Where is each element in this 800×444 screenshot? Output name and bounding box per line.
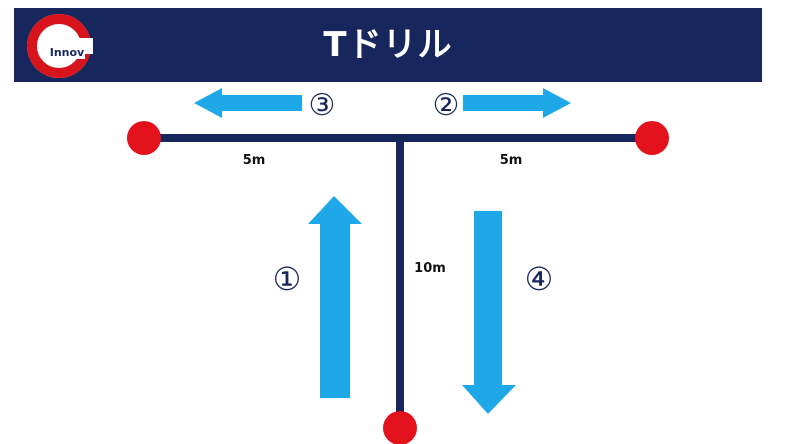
step-3-label: ③ [309,88,336,123]
logo-text: Innov [50,46,85,59]
stem-distance: 10m [414,261,446,276]
arrow-step-3-left [194,88,302,118]
step-2-label: ② [433,88,460,123]
cone-left [127,121,161,155]
innov-logo: Innov [27,14,93,78]
left-arm-distance: 5m [243,153,266,168]
step-1-label: ① [273,260,302,298]
header-bar: Innov Tドリル [14,8,762,82]
step-4-label: ④ [525,260,554,298]
arrow-step-2-right [463,88,571,118]
arrow-step-4-down [462,211,516,414]
page-title: Tドリル [323,25,453,65]
cone-right [635,121,669,155]
cone-bottom [383,411,417,444]
right-arm-distance: 5m [500,153,523,168]
arrow-step-1-up [308,196,362,398]
